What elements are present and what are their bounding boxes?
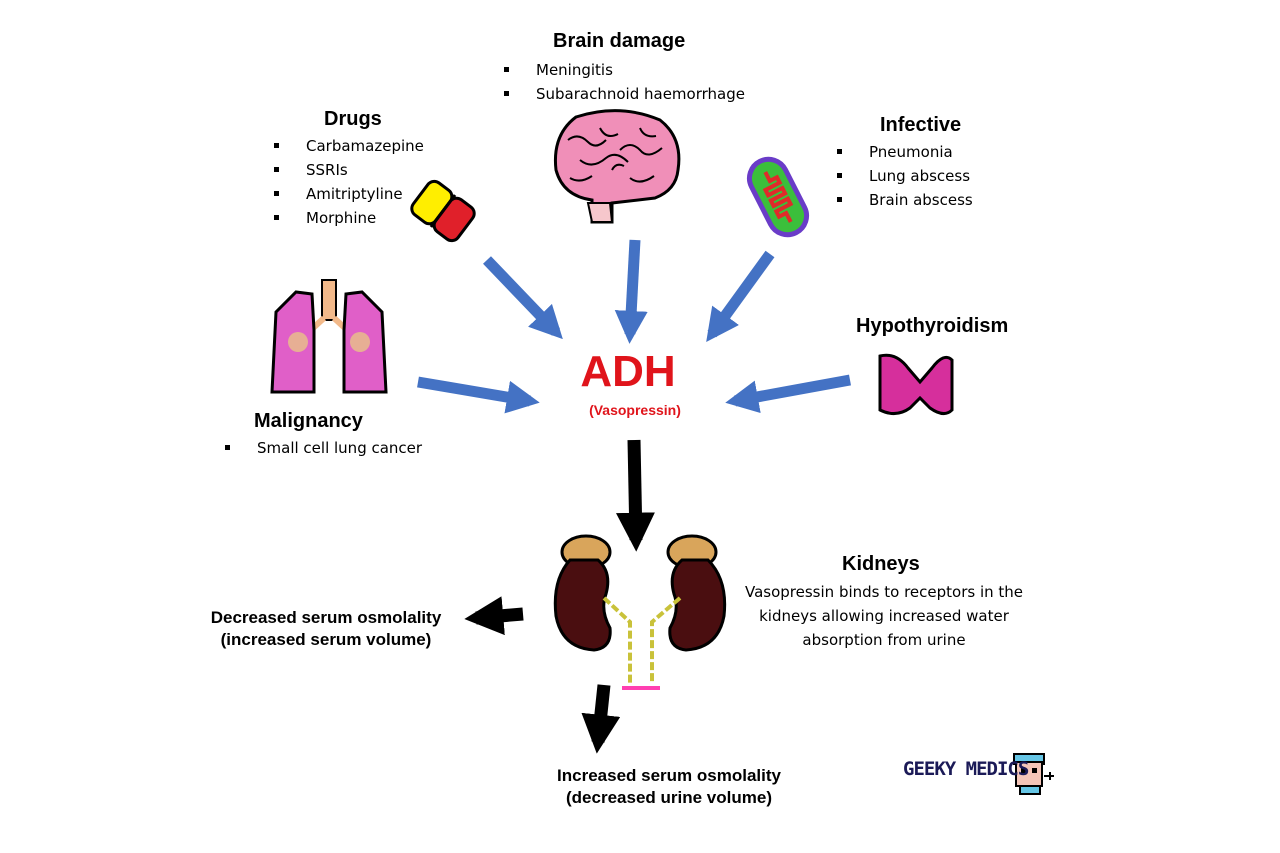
malignancy-heading: Malignancy [254,410,363,432]
list-item: Subarachnoid haemorrhage [502,82,745,106]
infective-list: Pneumonia Lung abscess Brain abscess [835,140,973,212]
list-item: Pneumonia [835,140,973,164]
list-item: SSRIs [272,158,424,182]
brand-logo: GEEKY MEDICS [903,758,1029,780]
list-item: Morphine [272,206,424,230]
kidneys-description: Vasopressin binds to receptors in the ki… [745,583,1023,649]
arrow-infective-to-adh [706,250,775,343]
left-outcome: Decreased serum osmolality (increased se… [186,607,466,651]
left-outcome-line1: Decreased serum osmolality [210,608,442,627]
bottom-outcome: Increased serum osmolality (decreased ur… [528,765,810,809]
arrow-hypothyroidism-to-adh [725,374,851,414]
brain-damage-heading: Brain damage [553,30,686,52]
infective-heading: Infective [880,114,962,136]
mascot-icon [1013,753,1054,795]
list-item: Amitriptyline [272,182,424,206]
lungs-icon [270,279,388,394]
arrow-malignancy-to-adh [417,376,540,414]
list-item: Small cell lung cancer [223,436,422,460]
thyroid-icon [878,353,954,415]
arrow-brain-to-adh [614,239,648,344]
bottom-outcome-line2: (decreased urine volume) [566,788,772,807]
adh-title: ADH [580,347,676,396]
arrow-kidneys-to-left-outcome [464,596,524,636]
arrow-adh-to-kidneys [615,439,655,552]
arrow-drugs-to-adh [483,256,563,340]
kidneys-icon [553,534,727,690]
list-item: Lung abscess [835,164,973,188]
list-item: Brain abscess [835,188,973,212]
pill-icon [410,179,476,243]
left-outcome-line2: (increased serum volume) [220,630,432,649]
adh-subtitle: (Vasopressin) [589,402,681,418]
arrow-kidneys-to-bottom-outcome [581,684,621,754]
drugs-heading: Drugs [324,108,382,130]
brain-icon [553,109,681,224]
list-item: Meningitis [502,58,745,82]
bottom-outcome-line1: Increased serum osmolality [557,766,781,785]
hypothyroidism-heading: Hypothyroidism [856,315,1009,337]
drugs-list: Carbamazepine SSRIs Amitriptyline Morphi… [272,134,424,230]
brain-damage-list: Meningitis Subarachnoid haemorrhage [502,58,745,106]
malignancy-list: Small cell lung cancer [223,436,422,460]
list-item: Carbamazepine [272,134,424,158]
bacteria-icon [746,156,810,238]
kidneys-heading: Kidneys [842,553,920,575]
